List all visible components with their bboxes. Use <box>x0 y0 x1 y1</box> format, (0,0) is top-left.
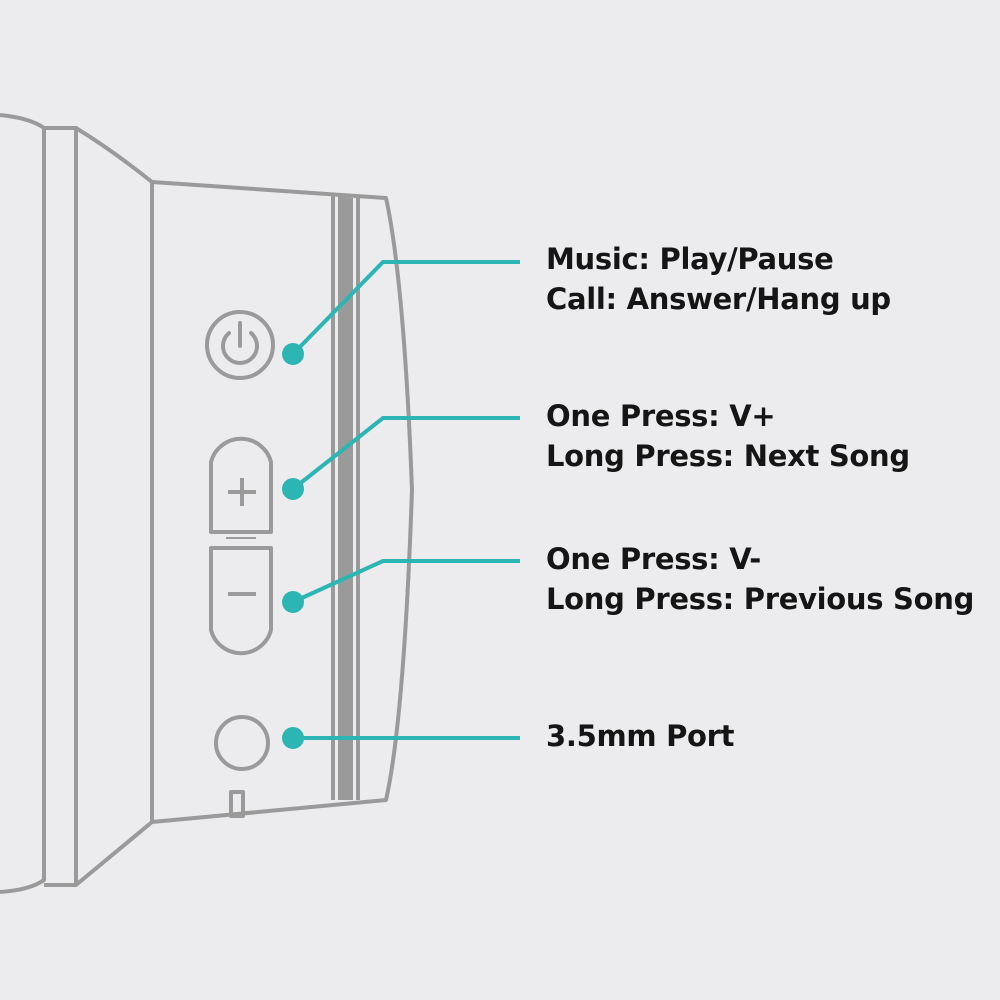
callouts <box>291 260 520 740</box>
earcup-trim-fill <box>338 196 353 800</box>
audio-jack-icon <box>214 715 270 771</box>
label-volume-down-line-2: Long Press: Previous Song <box>546 582 975 616</box>
callout-dot-volume-down <box>282 591 304 613</box>
earcup-trim-ring <box>331 196 360 800</box>
label-audio-port: 3.5mm Port <box>546 716 735 756</box>
label-volume-up-line-1: One Press: V+ <box>546 399 776 433</box>
callout-dot-power <box>282 343 304 365</box>
headphone-earcup <box>0 113 414 894</box>
cushion-band <box>44 126 78 887</box>
earcup-shell <box>150 180 414 824</box>
volume-down-button <box>209 546 273 656</box>
label-volume-up: One Press: V+ Long Press: Next Song <box>546 396 910 476</box>
cushion-curve <box>74 126 154 887</box>
callout-line-volume-down <box>292 559 520 604</box>
plus-icon <box>228 478 256 506</box>
label-power: Music: Play/Pause Call: Answer/Hang up <box>546 239 891 319</box>
callout-line-volume-up <box>291 416 520 491</box>
callout-dot-volume-up <box>282 478 304 500</box>
label-volume-up-line-2: Long Press: Next Song <box>546 439 910 473</box>
callout-line-power <box>291 260 520 356</box>
power-icon <box>221 321 259 365</box>
power-button <box>205 310 275 380</box>
indicator-slot <box>229 790 245 818</box>
label-volume-down-line-1: One Press: V- <box>546 542 761 576</box>
volume-up-button <box>209 436 273 534</box>
label-power-line-1: Music: Play/Pause <box>546 242 834 276</box>
callout-dot-audio-port <box>282 727 304 749</box>
ear-cushion <box>0 113 46 894</box>
label-audio-port-line-1: 3.5mm Port <box>546 719 735 753</box>
label-volume-down: One Press: V- Long Press: Previous Song <box>546 539 974 619</box>
label-power-line-2: Call: Answer/Hang up <box>546 282 891 316</box>
